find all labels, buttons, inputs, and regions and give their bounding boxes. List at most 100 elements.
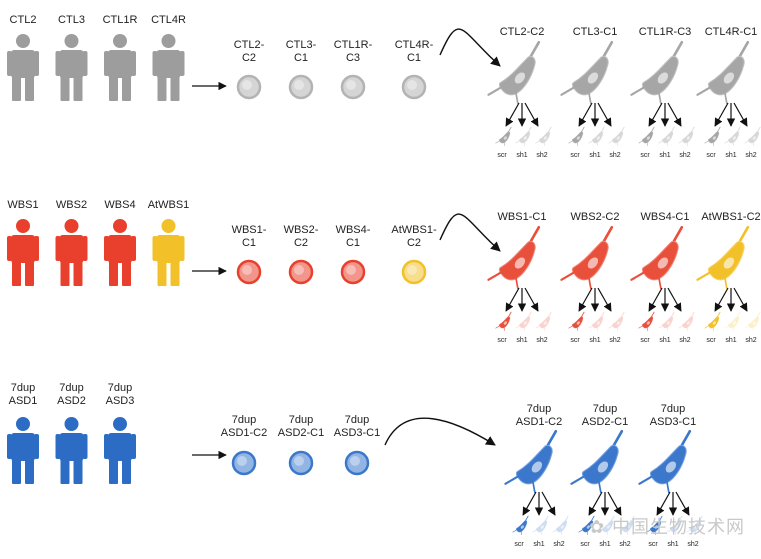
small-neuron-icon <box>658 126 675 146</box>
neuron-icon <box>560 40 614 105</box>
neuron-label: AtWBS1-C2 <box>701 211 760 223</box>
clone-label: C2 <box>242 52 256 64</box>
knockdown-label: sh1 <box>725 337 736 344</box>
knockdown-label: scr <box>706 152 716 159</box>
knockdown-label: sh1 <box>659 337 670 344</box>
small-neuron-icon <box>704 311 721 331</box>
small-neuron-icon <box>568 311 585 331</box>
arrow-icon <box>597 287 612 312</box>
person-icon <box>104 417 136 484</box>
cell-colony-icon <box>344 450 370 476</box>
small-neuron-icon <box>535 311 552 331</box>
neuron-label: WBS4-C1 <box>641 211 690 223</box>
person-label: WBS4 <box>104 199 135 211</box>
knockdown-label: sh1 <box>589 152 600 159</box>
arrow-icon <box>733 102 748 127</box>
neuron-icon <box>696 40 750 105</box>
neuron-label: 7dup <box>661 403 685 415</box>
person-icon <box>7 34 39 101</box>
small-neuron-icon <box>515 126 532 146</box>
person-label: AtWBS1 <box>148 199 190 211</box>
arrow-icon <box>648 287 663 312</box>
small-neuron-icon <box>512 515 529 535</box>
small-neuron-icon <box>618 515 635 535</box>
neuron-icon <box>696 225 750 290</box>
arrow-icon <box>714 102 729 127</box>
knockdown-label: sh2 <box>679 337 690 344</box>
small-neuron-icon <box>568 126 585 146</box>
arrow-icon <box>578 102 593 127</box>
knockdown-label: sh2 <box>536 337 547 344</box>
neuron-label: 7dup <box>527 403 551 415</box>
clone-label: C1 <box>242 237 256 249</box>
person-label: ASD3 <box>106 395 135 407</box>
person-label: 7dup <box>11 382 35 394</box>
small-neuron-icon <box>666 515 683 535</box>
clone-label: C2 <box>294 237 308 249</box>
small-neuron-icon <box>608 126 625 146</box>
neuron-label: 7dup <box>593 403 617 415</box>
neuron-label: WBS1-C1 <box>498 211 547 223</box>
neuron-icon <box>487 225 541 290</box>
knockdown-label: sh2 <box>609 152 620 159</box>
clone-label: C1 <box>294 52 308 64</box>
small-neuron-icon <box>638 126 655 146</box>
knockdown-label: sh1 <box>659 152 670 159</box>
small-neuron-icon <box>704 126 721 146</box>
cell-colony-icon <box>340 259 366 285</box>
clone-label: C3 <box>346 52 360 64</box>
small-neuron-icon <box>495 311 512 331</box>
knockdown-label: scr <box>706 337 716 344</box>
arrow-icon <box>597 102 612 127</box>
small-neuron-icon <box>495 126 512 146</box>
person-icon <box>55 417 88 484</box>
person-icon <box>152 219 185 286</box>
cell-colony-icon <box>236 74 262 100</box>
small-neuron-icon <box>598 515 615 535</box>
small-neuron-icon <box>608 311 625 331</box>
cell-colony-icon <box>288 450 314 476</box>
cell-colony-icon <box>401 259 427 285</box>
arrow-icon <box>648 102 663 127</box>
person-icon <box>152 34 185 101</box>
clone-label: 7dup <box>289 414 313 426</box>
wechat-icon: ✿ <box>589 517 606 538</box>
arrow-icon <box>733 287 748 312</box>
neuron-label: ASD2-C1 <box>582 416 628 428</box>
knockdown-label: scr <box>570 152 580 159</box>
arrow-icon <box>541 491 556 516</box>
knockdown-label: sh2 <box>687 541 698 548</box>
arrow-icon <box>524 102 539 127</box>
person-label: ASD2 <box>57 395 86 407</box>
arrow-icon <box>578 287 593 312</box>
small-neuron-icon <box>724 311 741 331</box>
knockdown-label: scr <box>640 152 650 159</box>
arrow-icon <box>505 102 520 127</box>
small-neuron-icon <box>658 311 675 331</box>
cell-colony-icon <box>288 259 314 285</box>
person-label: ASD1 <box>9 395 38 407</box>
neuron-icon <box>504 429 558 494</box>
clone-label: C1 <box>407 52 421 64</box>
small-neuron-icon <box>744 126 761 146</box>
neuron-label: ASD3-C1 <box>650 416 696 428</box>
clone-label: CTL4R- <box>395 39 434 51</box>
arrow-icon <box>524 287 539 312</box>
small-neuron-icon <box>515 311 532 331</box>
arrow-icon <box>607 491 622 516</box>
person-icon <box>7 417 39 484</box>
neuron-label: CTL3-C1 <box>573 26 618 38</box>
small-neuron-icon <box>678 126 695 146</box>
cell-colony-icon <box>236 259 262 285</box>
knockdown-label: scr <box>580 541 590 548</box>
watermark: ✿ 中国生物技术网 <box>589 517 745 538</box>
curved-arrow-icon <box>384 417 496 446</box>
knockdown-label: sh1 <box>725 152 736 159</box>
small-neuron-icon <box>646 515 663 535</box>
arrow-icon <box>667 102 682 127</box>
neuron-label: WBS2-C2 <box>571 211 620 223</box>
person-icon <box>104 34 136 101</box>
arrow-icon <box>714 287 729 312</box>
clone-label: C1 <box>346 237 360 249</box>
